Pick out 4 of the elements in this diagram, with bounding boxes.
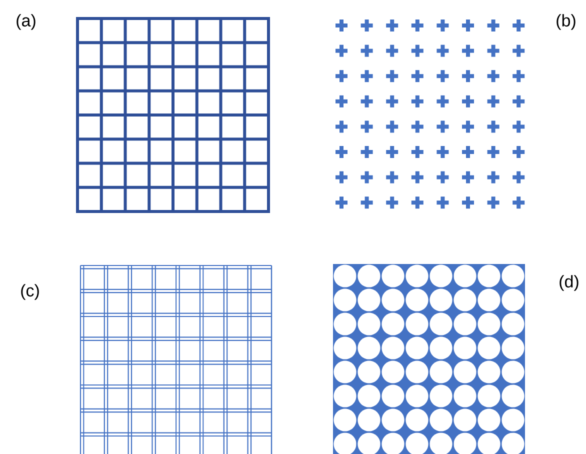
panel-label: (d) [560, 275, 578, 291]
panel-label: (a) [16, 14, 36, 30]
panel-label: (b) [556, 14, 576, 30]
panel-label: (c) [21, 284, 39, 300]
